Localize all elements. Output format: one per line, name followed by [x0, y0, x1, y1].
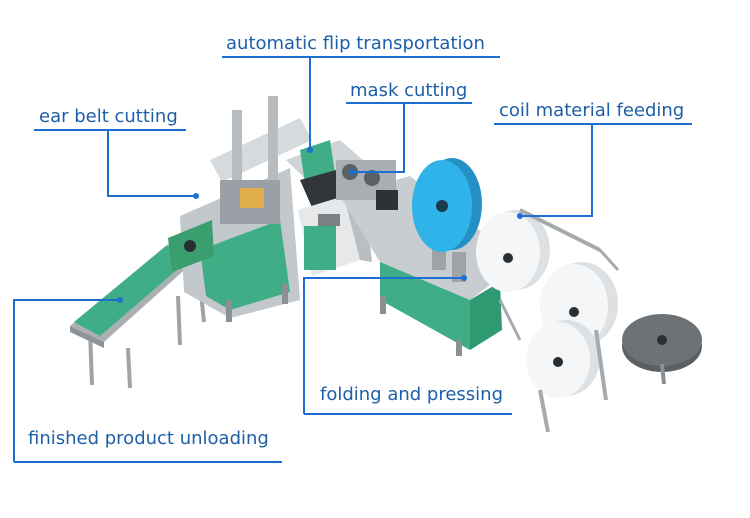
label-ear-belt-cutting: ear belt cutting: [37, 106, 180, 128]
label-coil-material-feeding: coil material feeding: [497, 100, 687, 122]
label-folding-and-pressing: folding and pressing: [318, 384, 506, 406]
label-underlines: [14, 56, 692, 463]
label-finished-product-unloading: finished product unloading: [26, 428, 271, 450]
label-automatic-flip-transportation: automatic flip transportation: [224, 33, 487, 55]
label-mask-cutting: mask cutting: [348, 80, 470, 102]
ear-belt-unit: [168, 96, 312, 322]
callout-dots: [117, 147, 523, 303]
unloading-conveyor: [70, 244, 206, 389]
callout-lines: [13, 56, 593, 462]
coil-rolls: [412, 158, 702, 433]
